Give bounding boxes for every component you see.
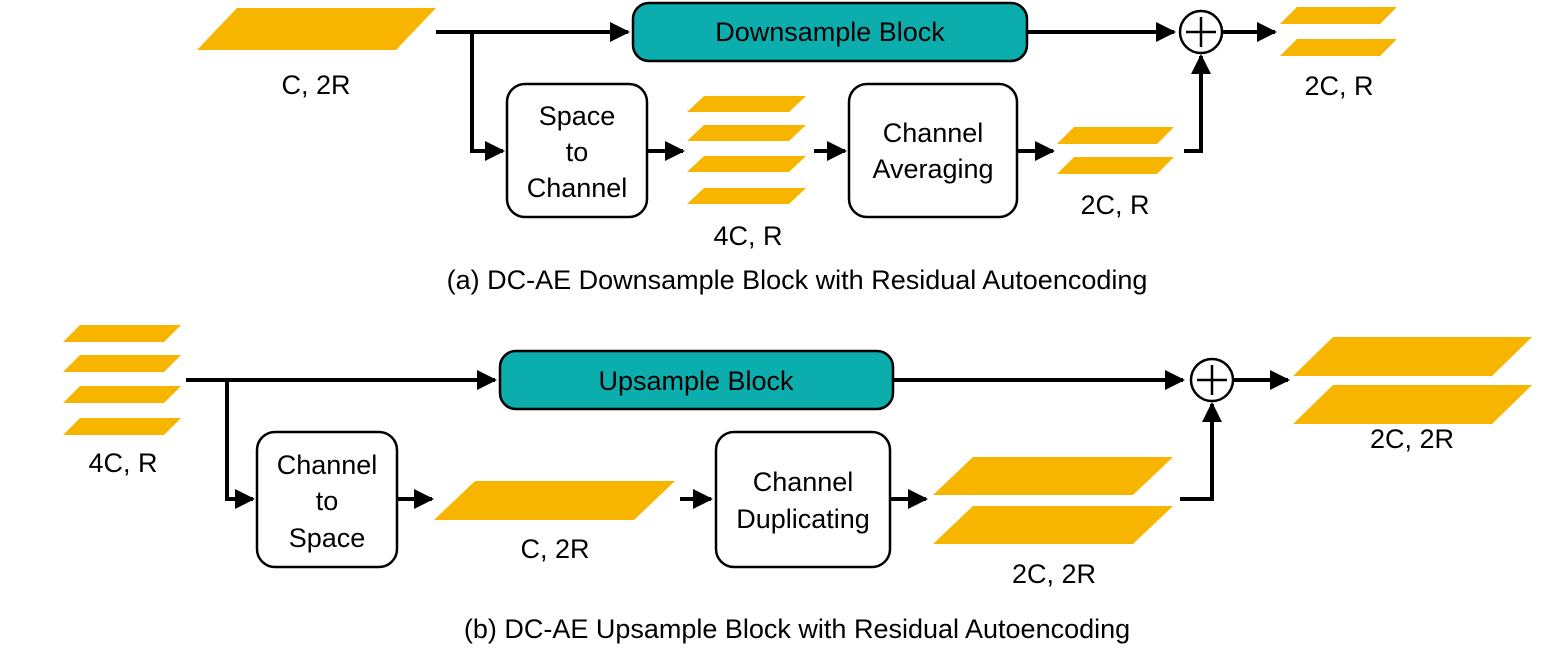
channel-averaging-line2: Averaging [872,154,993,184]
mid-feature-stack-a [687,96,806,204]
downsample-block-label: Downsample Block [715,17,945,47]
output-label-a: 2C, R [1304,71,1373,101]
space-to-channel-line2: to [566,137,589,167]
residual-label-b: 2C, 2R [1012,559,1096,589]
channel-averaging-box [847,82,1019,219]
caption-a: (a) DC-AE Downsample Block with Residual… [447,265,1148,295]
residual-feature-stack-a [1057,127,1174,174]
mid-label-b: C, 2R [520,534,589,564]
mid-label-a: 4C, R [713,221,782,251]
residual-label-a: 2C, R [1080,190,1149,220]
input-label-b: 4C, R [88,448,157,478]
diagram-b: 4C, R Upsample Block Channel to Space C,… [63,325,1532,644]
channel-averaging-line1: Channel [883,118,984,148]
residual-to-sum-arrow-a [1184,54,1211,153]
channel-duplicating-line1: Channel [753,467,854,497]
residual-feature-stack-b [933,457,1173,544]
input-feature-map-a [197,8,436,50]
channel-duplicating-line2: Duplicating [736,504,870,534]
output-label-b: 2C, 2R [1370,424,1454,454]
channel-to-space-line1: Channel [277,450,378,480]
mid-feature-map-b [434,481,675,520]
input-label-a: C, 2R [281,70,350,100]
channel-to-space-line2: to [316,486,339,516]
output-feature-stack-a [1280,7,1397,56]
input-feature-stack-b [63,325,181,435]
diagram-a: C, 2R Downsample Block Space to Channel … [197,1,1397,295]
residual-to-sum-arrow-b [1180,402,1222,501]
caption-b: (b) DC-AE Upsample Block with Residual A… [464,614,1130,644]
output-feature-stack-b [1293,337,1532,424]
branch-arrow-a [470,32,505,161]
branch-arrow-b [225,380,255,509]
sum-node-b [1189,357,1235,403]
space-to-channel-line3: Channel [527,173,628,203]
space-to-channel-line1: Space [539,101,616,131]
channel-duplicating-box [714,430,892,569]
sum-node-a [1178,9,1224,55]
upsample-block-label: Upsample Block [598,366,794,396]
channel-to-space-line3: Space [289,523,366,553]
